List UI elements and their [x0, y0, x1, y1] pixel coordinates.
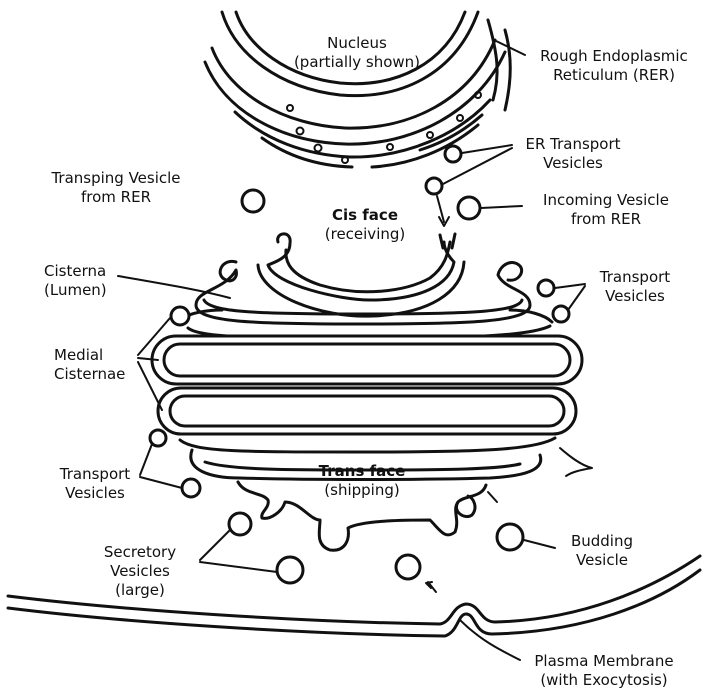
nucleus-label: Nucleus (partially shown) [282, 34, 432, 72]
incoming-line-2: from RER [571, 210, 641, 228]
rer-line-1: Rough Endoplasmic [540, 47, 688, 65]
cisterna-line-2: (Lumen) [44, 281, 107, 299]
plasma-line-1: Plasma Membrane [534, 652, 674, 670]
er-transport-vesicles-label: ER Transport Vesicles [508, 135, 638, 173]
ribosome-dots [286, 91, 482, 164]
budding-line-2: Vesicle [576, 551, 628, 569]
cis-face-subtitle: (receiving) [324, 225, 406, 243]
plasma-line-2: (with Exocytosis) [540, 671, 668, 689]
incoming-vesicle-label: Incoming Vesicle from RER [518, 191, 694, 229]
trans-face-title: Trans face [318, 462, 406, 480]
transping-line-1: Transping Vesicle [51, 169, 181, 187]
er-vesicles-line-1: ER Transport [525, 135, 621, 153]
medial-cisternae-label: Medial Cisternae [54, 346, 154, 384]
incoming-line-1: Incoming Vesicle [543, 191, 669, 209]
leader-lines [117, 275, 586, 661]
nucleus-envelope [220, 10, 480, 98]
plasma-membrane [6, 554, 702, 638]
cis-face-title: Cis face [331, 206, 398, 224]
secretory-line-2: Vesicles [110, 562, 170, 580]
golgi-stack [150, 259, 593, 552]
secretory-vesicles-label: Secretory Vesicles (large) [80, 543, 200, 600]
secretory-line-3: (large) [115, 581, 165, 599]
cis-cisterna [256, 232, 466, 318]
cisterna-line-1: Cisterna [44, 262, 107, 280]
transport-vesicles-right-label: Transport Vesicles [580, 268, 690, 306]
trans-face-label: Trans face (shipping) [302, 462, 422, 500]
transping-line-2: from RER [81, 188, 151, 206]
transping-vesicle-label: Transping Vesicle from RER [26, 169, 206, 207]
cisterna-label: Cisterna (Lumen) [44, 262, 144, 300]
transport-left-line-2: Vesicles [65, 484, 125, 502]
er-vesicles-line-2: Vesicles [543, 154, 603, 172]
budding-vesicle-label: Budding Vesicle [552, 532, 652, 570]
golgi-vesicles [148, 278, 571, 585]
transport-left-line-1: Transport [59, 465, 131, 483]
leader-lines-top [436, 39, 526, 227]
transport-vesicles-left-label: Transport Vesicles [40, 465, 150, 503]
rough-er [203, 18, 512, 169]
nucleus-subtitle: (partially shown) [293, 53, 421, 71]
transport-right-line-2: Vesicles [605, 287, 665, 305]
medial-line-2: Cisternae [54, 365, 126, 383]
plasma-membrane-label: Plasma Membrane (with Exocytosis) [514, 652, 694, 690]
budding-line-1: Budding [570, 532, 634, 550]
trans-face-subtitle: (shipping) [324, 481, 400, 499]
transport-right-line-1: Transport [599, 268, 671, 286]
medial-line-1: Medial [54, 346, 104, 364]
rer-label: Rough Endoplasmic Reticulum (RER) [524, 47, 704, 85]
secretory-line-1: Secretory [103, 543, 177, 561]
rer-line-2: Reticulum (RER) [553, 66, 675, 84]
cis-face-label: Cis face (receiving) [305, 206, 425, 244]
nucleus-title: Nucleus [327, 34, 387, 52]
